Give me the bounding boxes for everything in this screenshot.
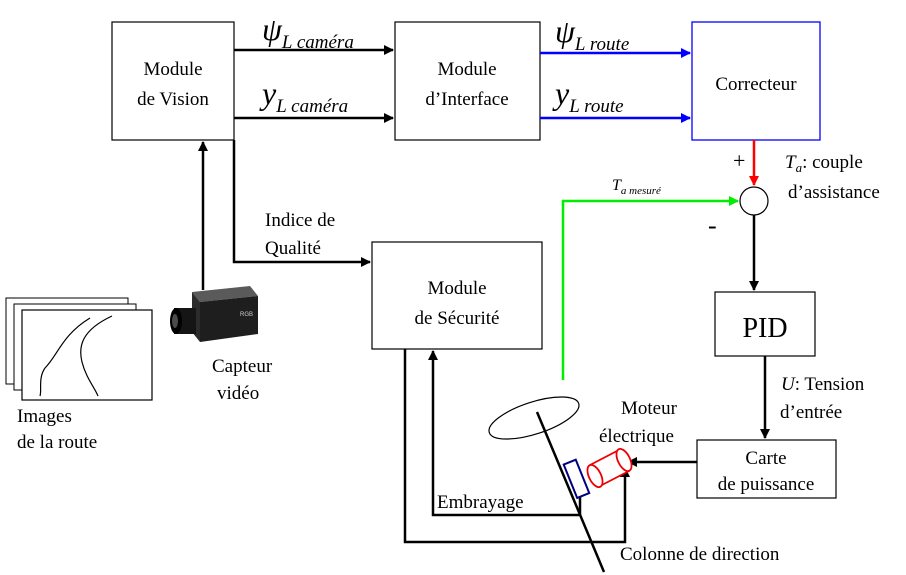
moteur-electrique-line-1: Moteur: [621, 398, 678, 419]
ta-mesure-symbol: T: [612, 177, 622, 194]
clutch-icon: [562, 458, 591, 500]
module-vision-label-2: de Vision: [137, 89, 209, 110]
arrow-ta-mesure-feedback: [561, 196, 739, 380]
module-interface-block: Module d’Interface: [394, 21, 541, 141]
psi-camera-sub: L caméra: [281, 32, 354, 53]
ta-mesure-label: Ta mesuré: [612, 177, 662, 197]
psi-route-sub: L route: [574, 34, 629, 55]
ta-text-1: : couple: [802, 152, 863, 173]
ta-sub: a: [796, 160, 803, 175]
embrayage-label: Embrayage: [437, 492, 524, 513]
y-route-sub: L route: [568, 96, 623, 117]
indice-qualite-line-1: Indice de: [265, 210, 335, 231]
module-securite-label-1: Module: [427, 278, 486, 299]
moteur-electrique-line-2: électrique: [599, 426, 674, 447]
correcteur-label: Correcteur: [715, 74, 797, 95]
arrow-securite-to-moteur: [403, 349, 630, 544]
pid-label: PID: [742, 313, 787, 344]
u-symbol: U: [781, 374, 796, 395]
module-vision-block: Module de Vision: [111, 21, 235, 141]
pid-block: PID: [714, 291, 816, 357]
u-text-1: : Tension: [795, 374, 865, 395]
correcteur-block: Correcteur: [691, 21, 821, 141]
module-interface-label-2: d’Interface: [425, 89, 508, 110]
road-images-icon: [5, 297, 153, 401]
steering-wheel: [488, 396, 580, 440]
steering-column: [535, 411, 606, 573]
y-camera-sub: L caméra: [275, 96, 348, 117]
ta-mesure-sub: a mesuré: [621, 185, 662, 197]
psi-camera-symbol: ψ: [262, 11, 283, 47]
images-route-line-2: de la route: [17, 432, 97, 453]
capteur-video-line-1: Capteur: [212, 356, 273, 377]
y-camera-label: yL caméra: [259, 75, 348, 117]
module-interface-label-1: Module: [437, 59, 496, 80]
images-route-line-1: Images: [17, 406, 72, 427]
u-text-2: d’entrée: [780, 402, 842, 423]
indice-qualite-line-2: Qualité: [265, 238, 321, 259]
module-securite-block: Module de Sécurité: [371, 241, 543, 350]
carte-label-2: de puissance: [718, 474, 815, 495]
arrow-embrayage-to-securite: [428, 350, 582, 517]
psi-route-label: ψL route: [555, 13, 629, 55]
y-route-label: yL route: [552, 75, 624, 117]
psi-camera-label: ψL caméra: [262, 11, 354, 53]
y-route-symbol: y: [552, 75, 570, 111]
electric-motor-icon: [586, 447, 633, 489]
colonne-direction-label: Colonne de direction: [620, 544, 780, 565]
y-camera-symbol: y: [259, 75, 277, 111]
capteur-video-line-2: vidéo: [217, 383, 259, 404]
module-vision-label-1: Module: [143, 59, 202, 80]
carte-label-1: Carte: [745, 448, 786, 469]
ta-symbol: T: [785, 152, 797, 173]
summing-junction: [739, 186, 769, 216]
ta-text-2: d’assistance: [788, 182, 880, 203]
u-label: U: Tension: [781, 374, 865, 395]
arrow-indice-qualite: [232, 140, 371, 267]
module-securite-label-2: de Sécurité: [415, 308, 500, 329]
camera-brand-text: RGB: [240, 312, 253, 318]
plus-sign: +: [733, 148, 745, 173]
carte-puissance-block: Carte de puissance: [696, 439, 837, 499]
psi-route-symbol: ψ: [555, 13, 576, 49]
video-camera-icon: RGB: [170, 286, 258, 342]
minus-sign: -: [708, 211, 717, 240]
ta-label: Ta: couple: [785, 152, 863, 175]
